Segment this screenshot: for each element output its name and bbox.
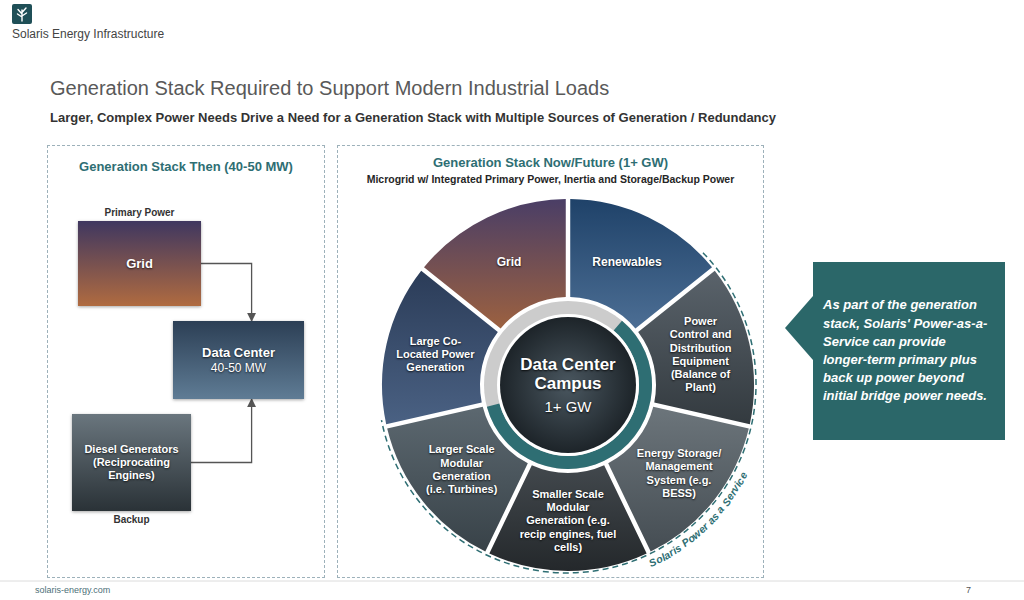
slide-title: Generation Stack Required to Support Mod… (50, 77, 609, 100)
segment-label: Smaller Scale Modular Generation (e.g. r… (519, 488, 617, 554)
logo-mark (18, 8, 27, 21)
box-caption: Backup (113, 514, 149, 525)
company-name: Solaris Energy Infrastructure (12, 27, 164, 41)
source-box: Primary PowerGrid (78, 207, 201, 306)
then-panel: Generation Stack Then (40-50 MW) Primary … (47, 145, 325, 578)
page-number: 7 (966, 585, 971, 595)
footer-url: solaris-energy.com (35, 585, 110, 595)
label-slot: Larger, Complex Power Needs Drive a Need… (50, 110, 776, 125)
logo-badge (12, 4, 32, 24)
segment-label: Grid (497, 255, 522, 269)
hub-core (500, 317, 636, 453)
segment-shape (382, 269, 500, 427)
segment-label: Energy Storage/ Management System (e.g. … (631, 447, 727, 500)
connector-line (191, 399, 252, 463)
source-box: Diesel Generators (Reciprocating Engines… (72, 414, 191, 525)
slide-subtitle: Larger, Complex Power Needs Drive a Need… (50, 110, 776, 125)
segment-fill (382, 271, 498, 424)
ring-segment: Large Co-Located Power Generation (382, 269, 500, 427)
photo-panel: Data Center40-50 MW (173, 321, 304, 399)
hub-label: 1+ GW (544, 398, 591, 415)
box-label: Grid (126, 256, 153, 272)
photo-panel: Grid (78, 221, 201, 306)
hub-ring (484, 301, 652, 469)
box-label: Diesel Generators (Reciprocating Engines… (77, 443, 186, 483)
photo-panel: Diesel Generators (Reciprocating Engines… (72, 414, 191, 511)
callout-box: As part of the generation stack, Solaris… (785, 262, 1005, 440)
ring-segment: Power Control and Distribution Equipment… (636, 269, 754, 427)
segment-fill (638, 271, 754, 424)
footer-rule (0, 581, 1024, 582)
load-box: Data Center40-50 MW (173, 321, 304, 399)
box-caption: Primary Power (104, 207, 174, 218)
now-panel: Generation Stack Now/Future (1+ GW) Micro… (337, 145, 764, 578)
callout-text: As part of the generation stack, Solaris… (823, 296, 993, 405)
service-bracket-arc (382, 253, 757, 573)
callout-fill (785, 262, 1005, 440)
panel-heading: Generation Stack Now/Future (1+ GW) (344, 155, 757, 170)
panel-heading: Generation Stack Then (40-50 MW) (54, 159, 318, 174)
title-slot: Generation Stack Required to Support Mod… (50, 77, 609, 100)
label-slot: Solaris Energy Infrastructure (12, 27, 164, 41)
segment-label: Renewables (592, 255, 661, 269)
segment-label: Large Co-Located Power Generation (395, 335, 475, 375)
segment-label: Larger Scale Modular Generation (i.e. Tu… (422, 443, 502, 496)
panel-subheading: Microgrid w/ Integrated Primary Power, I… (344, 173, 757, 185)
connector-line (201, 264, 252, 322)
callout-shape (785, 262, 1005, 440)
box-label: 40-50 MW (211, 361, 266, 375)
label-slot: solaris-energy.com (35, 585, 110, 595)
segment-label: Power Control and Distribution Equipment… (664, 315, 738, 394)
label-slot: 7 (966, 585, 971, 595)
hub-label: Data Center Campus (506, 355, 630, 394)
campus-hub: Data Center Campus 1+ GW (484, 301, 652, 469)
box-label: Data Center (202, 345, 275, 361)
hub-gap (497, 314, 639, 456)
